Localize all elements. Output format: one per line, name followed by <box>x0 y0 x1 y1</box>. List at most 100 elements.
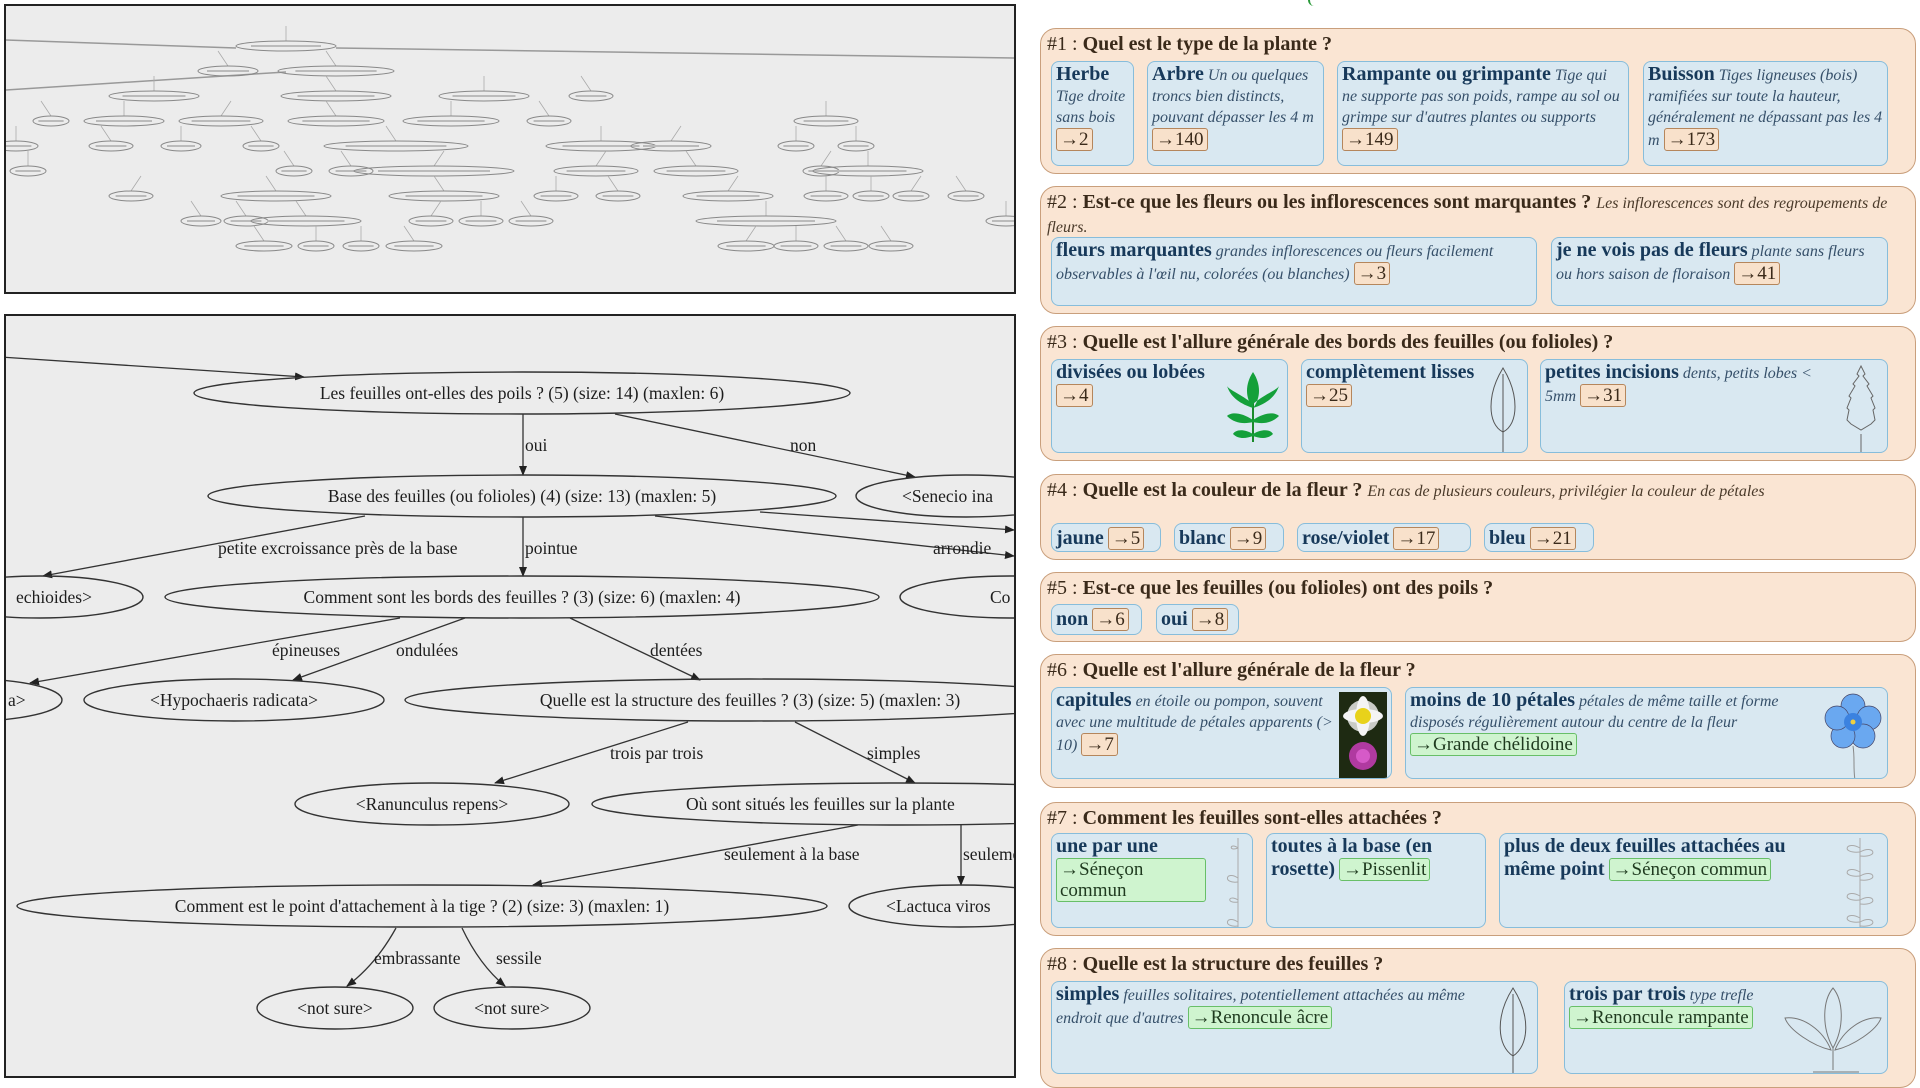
node-label: <Hypochaeris radicata> <box>150 690 318 710</box>
species-result-link[interactable]: →Renoncule rampante <box>1569 1006 1753 1029</box>
answer-option[interactable]: Buisson Tiges ligneuses (bois) ramifiées… <box>1643 61 1888 166</box>
option-title: une par une <box>1056 835 1158 857</box>
node-ellipse[interactable] <box>6 679 63 721</box>
next-question-link[interactable]: →7 <box>1081 733 1118 756</box>
graph-node-ranunculus[interactable]: <Ranunculus repens> <box>294 782 570 826</box>
graph-node-a[interactable]: a> <box>6 679 63 721</box>
minimap-edge <box>295 200 307 217</box>
graph-node-co[interactable]: Co <box>899 575 1014 619</box>
graph-node-ns1[interactable]: <not sure> <box>256 986 414 1030</box>
answer-option[interactable]: Herbe Tige droite sans bois →2 <box>1051 61 1134 166</box>
answer-option[interactable]: divisées ou lobées →4 <box>1051 359 1288 453</box>
node-ellipse[interactable] <box>83 678 385 722</box>
question-title: Comment les feuilles sont-elles attachée… <box>1082 807 1442 829</box>
node-label: Quelle est la structure des feuilles ? (… <box>540 690 960 710</box>
graph-node-lactuca[interactable]: <Lactuca viros <box>848 884 1014 928</box>
minimap-node <box>777 140 815 152</box>
next-question-link[interactable]: →41 <box>1734 262 1781 285</box>
answer-option[interactable]: moins de 10 pétales pétales de même tail… <box>1405 687 1888 779</box>
node-ellipse[interactable] <box>855 474 1014 518</box>
edge-label-simples: simples <box>867 743 921 763</box>
next-question-link[interactable]: →149 <box>1342 128 1398 151</box>
species-result-link[interactable]: →Séneçon commun <box>1056 858 1206 902</box>
node-ellipse[interactable] <box>404 678 1014 722</box>
node-ellipse[interactable] <box>294 782 570 826</box>
graph-node-struct[interactable]: Quelle est la structure des feuilles ? (… <box>404 678 1014 722</box>
graph-node-n2[interactable]: Base des feuilles (ou folioles) (4) (siz… <box>207 474 837 518</box>
answer-option[interactable]: fleurs marquantes grandes inflorescences… <box>1051 237 1537 306</box>
edge-label-oui: oui <box>525 435 548 455</box>
answer-option[interactable]: non →6 <box>1051 604 1142 635</box>
minimap-node <box>197 65 259 77</box>
answer-option[interactable]: simples feuilles solitaires, potentielle… <box>1051 981 1538 1074</box>
next-question-link[interactable]: →31 <box>1580 384 1627 407</box>
answer-option[interactable]: bleu →21 <box>1484 523 1594 552</box>
next-question-link[interactable]: →140 <box>1152 128 1208 151</box>
next-question-link[interactable]: →3 <box>1353 262 1391 285</box>
species-result-link[interactable]: →Séneçon commun <box>1608 858 1772 881</box>
graph-edge-ondulees <box>292 617 466 681</box>
minimap-node <box>773 240 819 252</box>
simple-leaf-icon <box>1493 986 1533 1073</box>
graph-overview-minimap[interactable] <box>4 4 1016 294</box>
answer-option[interactable]: Rampante ou grimpante Tige qui ne suppor… <box>1337 61 1629 166</box>
answer-option[interactable]: Arbre Un ou quelques troncs bien distinc… <box>1147 61 1324 166</box>
next-question-link[interactable]: →21 <box>1529 527 1576 550</box>
graph-node-n3[interactable]: Comment sont les bords des feuilles ? (3… <box>164 575 880 619</box>
answer-option[interactable]: petites incisions dents, petits lobes < … <box>1540 359 1888 453</box>
node-ellipse[interactable] <box>433 986 591 1030</box>
next-question-link[interactable]: →25 <box>1306 384 1352 407</box>
node-ellipse[interactable] <box>6 575 144 619</box>
answer-option[interactable]: rose/violet →17 <box>1297 523 1471 552</box>
graph-node-echioides[interactable]: echioides> <box>6 575 144 619</box>
next-question-link[interactable]: →9 <box>1229 527 1267 550</box>
graph-node-point[interactable]: Comment est le point d'attachement à la … <box>16 884 828 928</box>
minimap-edge <box>130 175 142 192</box>
answer-option[interactable]: complètement lisses →25 <box>1301 359 1528 453</box>
next-question-link[interactable]: →5 <box>1107 527 1145 550</box>
species-result-link[interactable]: →Pissenlit <box>1339 858 1431 881</box>
graph-node-ns2[interactable]: <not sure> <box>433 986 591 1030</box>
node-ellipse[interactable] <box>899 575 1014 619</box>
answer-option[interactable]: toutes à la base (en rosette) →Pissenlit <box>1266 833 1486 928</box>
node-ellipse[interactable] <box>16 884 828 928</box>
species-result-link[interactable]: →Renoncule âcre <box>1187 1006 1333 1029</box>
answer-option[interactable]: blanc →9 <box>1174 523 1284 552</box>
minimap-node <box>297 240 335 252</box>
next-question-link[interactable]: →6 <box>1092 608 1129 631</box>
next-question-link[interactable]: →4 <box>1056 384 1093 407</box>
answer-option[interactable]: oui →8 <box>1156 604 1239 635</box>
node-label: <Ranunculus repens> <box>356 794 509 814</box>
answer-option[interactable]: trois par trois type trefle →Renoncule r… <box>1564 981 1888 1074</box>
node-ellipse[interactable] <box>591 782 1014 826</box>
species-result-link[interactable]: →Grande chélidoine <box>1410 733 1577 756</box>
graph-node-senecio[interactable]: <Senecio ina <box>855 474 1014 518</box>
node-ellipse[interactable] <box>164 575 880 619</box>
answer-option[interactable]: je ne vois pas de fleurs plante sans fle… <box>1551 237 1888 306</box>
minimap-node <box>328 165 374 177</box>
node-ellipse[interactable] <box>848 884 1014 928</box>
graph-node-ou[interactable]: Où sont situés les feuilles sur la plant… <box>591 782 1014 826</box>
answer-option[interactable]: jaune →5 <box>1051 523 1161 552</box>
minimap-node <box>947 190 985 202</box>
graph-node-hypo[interactable]: <Hypochaeris radicata> <box>83 678 385 722</box>
minimap-edge <box>433 175 445 192</box>
graph-node-n1[interactable]: Les feuilles ont-elles des poils ? (5) (… <box>193 371 851 415</box>
next-question-link[interactable]: →17 <box>1393 527 1440 550</box>
next-question-link[interactable]: →2 <box>1056 128 1093 151</box>
answer-option[interactable]: capitules en étoile ou pompon, souvent a… <box>1051 687 1392 779</box>
minimap-canvas[interactable] <box>6 6 1014 292</box>
next-question-link[interactable]: →8 <box>1191 608 1229 631</box>
edge-label-dentees: dentées <box>650 640 703 660</box>
node-ellipse[interactable] <box>256 986 414 1030</box>
next-question-link[interactable]: →173 <box>1663 128 1720 151</box>
question-separator: : <box>1067 479 1083 501</box>
node-ellipse[interactable] <box>193 371 851 415</box>
answer-option[interactable]: plus de deux feuilles attachées au même … <box>1499 833 1888 928</box>
node-ellipse[interactable] <box>207 474 837 518</box>
answer-option[interactable]: une par une →Séneçon commun <box>1051 833 1253 928</box>
minimap-node <box>88 140 134 152</box>
minimap-node <box>9 165 47 177</box>
